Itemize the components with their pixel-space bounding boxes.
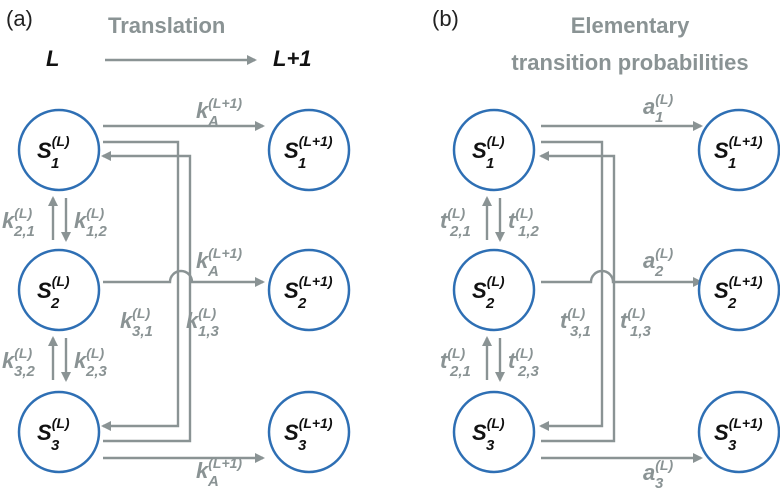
panel-b: (b) Elementary transition probabilities … [432,6,780,492]
panel-b-label: (b) [432,6,459,31]
panel-a-state-L-3 [17,390,101,474]
panel-a-state-L1-3-label: S(L+1)3 [284,415,333,454]
panel-b-t31-label: t(L)3,1 [560,305,591,340]
panel-b-state-L-1 [452,108,536,192]
panel-b-t21-label: t(L)2,1 [440,205,471,240]
panel-a-state-L-3-label: S(L)3 [37,415,70,454]
panel-a-label: (a) [6,6,33,31]
panel-a-k32-label: k(L)3,2 [2,345,36,380]
panel-b-t23-label: t(L)2,3 [508,345,540,380]
panel-b-header-line2: transition probabilities [511,50,748,75]
panel-a-level-to: L+1 [273,46,312,71]
panel-a-state-L1-3 [267,390,351,474]
panel-b-state-L1-1 [697,108,780,192]
panel-b-rate-label-1: a(L)1 [643,91,673,126]
panel-a-rate-label-3: k(L+1)A [196,455,242,490]
panel-b-t21b-label: t(L)2,1 [440,345,471,380]
panel-a-translation-arrow-2 [103,269,265,287]
panel-a-level-from: L [46,46,59,71]
panel-b-loop-1-to-3 [539,140,604,431]
panel-b-state-L1-2 [697,248,780,332]
panel-a-k21-label: k(L)2,1 [2,205,35,240]
panel-a-state-L1-2 [267,248,351,332]
panel-b-header-line1: Elementary [571,13,690,38]
panel-b-state-L-2-label: S(L)2 [472,273,505,312]
panel-b-loop-3-to-1 [539,151,616,443]
panel-a-loop-3-to-1 [101,151,192,443]
panel-a-k31-label: k(L)3,1 [120,305,153,340]
panel-b-t12-label: t(L)1,2 [508,205,540,240]
panel-a: (a) Translation L L+1 S(L)1 S(L)2 S(L)3 … [2,6,351,490]
panel-b-state-L-2 [452,248,536,332]
panel-a-state-L1-2-label: S(L+1)2 [284,273,333,312]
panel-b-state-L1-3 [697,390,780,474]
panel-b-state-L-3-label: S(L)3 [472,415,505,454]
panel-a-state-L-1 [17,108,101,192]
panel-b-t13-label: t(L)1,3 [620,305,652,340]
panel-a-header: Translation [108,13,225,38]
panel-b-rate-label-2: a(L)2 [643,245,673,280]
panel-b-rate-label-3: a(L)3 [643,457,673,492]
panel-a-k23-label: k(L)2,3 [74,345,108,380]
panel-b-state-L1-2-label: S(L+1)2 [714,273,763,312]
panel-a-k13-label: k(L)1,3 [186,305,220,340]
panel-b-state-L1-3-label: S(L+1)3 [714,415,763,454]
panel-b-state-L-3 [452,390,536,474]
panel-a-rate-label-2: k(L+1)A [196,245,242,280]
panel-a-rate-label-1: k(L+1)A [196,95,242,130]
panel-a-state-L-1-label: S(L)1 [37,133,70,172]
panel-b-state-L-1-label: S(L)1 [472,133,505,172]
panel-a-state-L-2 [17,248,101,332]
panel-a-state-L1-1-label: S(L+1)1 [284,133,333,172]
panel-a-state-L-2-label: S(L)2 [37,273,70,312]
panel-a-loop-1-to-3 [101,140,180,431]
panel-b-translation-arrow-2 [541,269,703,287]
panel-a-k12-label: k(L)1,2 [74,205,108,240]
panel-b-state-L1-1-label: S(L+1)1 [714,133,763,172]
panel-a-state-L1-1 [267,108,351,192]
